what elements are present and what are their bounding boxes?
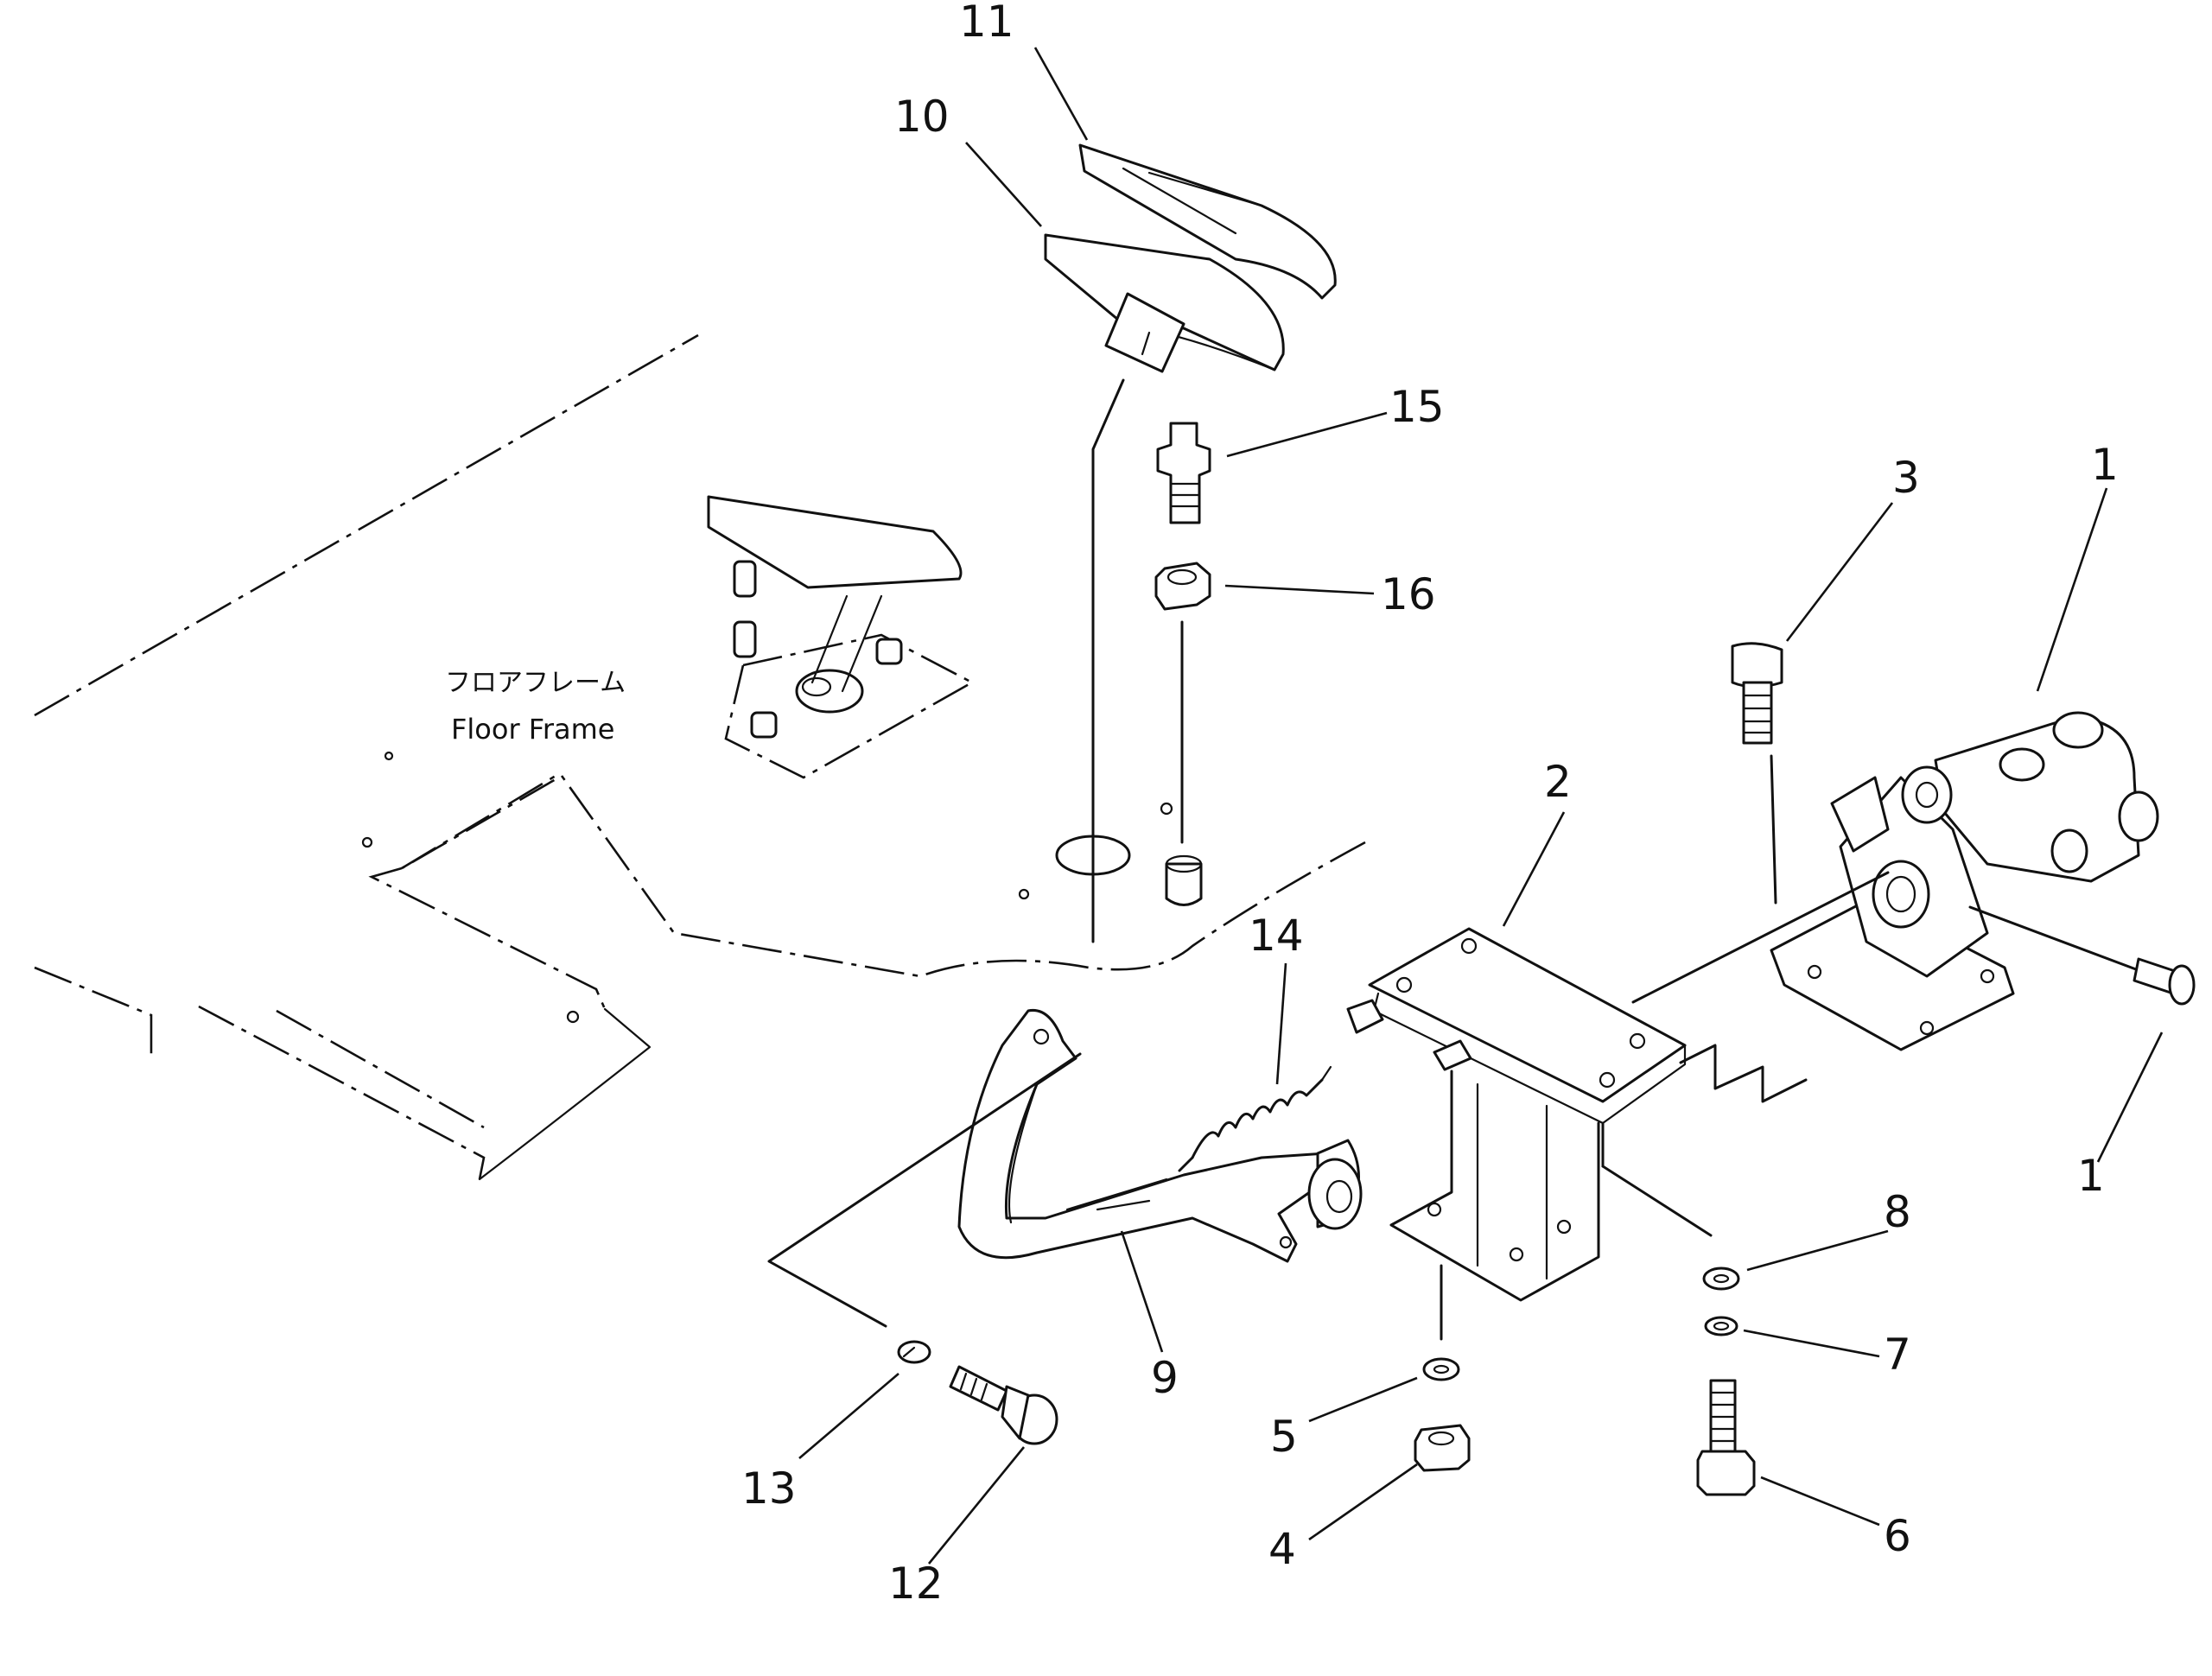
washer-8 (1702, 1267, 1740, 1291)
washer-5 (1422, 1357, 1460, 1381)
part-label-4: 4 (1268, 1524, 1296, 1574)
pedal-arm (957, 1008, 1363, 1263)
part-number-labels: 11 10 15 16 3 1 2 14 1 8 7 9 5 4 6 13 12 (741, 0, 2119, 1609)
floor-frame-label-jp: フロアフレーム (445, 668, 626, 698)
floor-frame-label-en: Floor Frame (451, 713, 614, 746)
reference-pedal (707, 495, 975, 779)
pin-1 (1968, 905, 2196, 1006)
snap-ring-axis (767, 1052, 1082, 1328)
floor-frame (34, 333, 1366, 1181)
pin-12 (949, 1365, 1058, 1445)
part-label-9: 9 (1151, 1353, 1179, 1403)
part-label-3: 3 (1892, 453, 1920, 503)
stopper-nut (1154, 562, 1211, 611)
stopper-bolt (1156, 422, 1211, 524)
part-label-13: 13 (741, 1463, 797, 1514)
part-label-10: 10 (894, 92, 950, 142)
nut-4 (1414, 1424, 1471, 1472)
part-label-14: 14 (1249, 911, 1304, 961)
part-label-16: 16 (1381, 569, 1436, 619)
part-label-6: 6 (1884, 1511, 1911, 1561)
part-label-11: 11 (959, 0, 1014, 47)
return-spring (1178, 1065, 1332, 1172)
part-label-2: 2 (1544, 757, 1572, 807)
part-label-1-top: 1 (2091, 440, 2119, 490)
brake-valve (1770, 711, 2159, 1051)
spring-washer-7 (1704, 1316, 1738, 1336)
pedal-rod (1091, 378, 1125, 943)
part-label-8: 8 (1884, 1187, 1911, 1237)
bolt-3 (1731, 642, 1783, 745)
part-label-15: 15 (1389, 382, 1445, 432)
bolt-3-axis (1770, 754, 1777, 905)
pedal-cover (1078, 143, 1337, 300)
bolt-6 (1696, 1379, 1756, 1496)
arm-boss (1307, 1139, 1363, 1230)
washer-axis (1601, 1165, 1713, 1237)
snap-ring-13 (897, 1340, 931, 1364)
part-label-5: 5 (1270, 1412, 1298, 1462)
part-label-12: 12 (888, 1559, 944, 1609)
pedal-pad (1044, 233, 1285, 373)
leader-lines (798, 47, 2164, 1565)
part-label-7: 7 (1884, 1330, 1911, 1380)
part-label-1-right: 1 (2077, 1151, 2105, 1201)
bracket (1346, 927, 1687, 1302)
